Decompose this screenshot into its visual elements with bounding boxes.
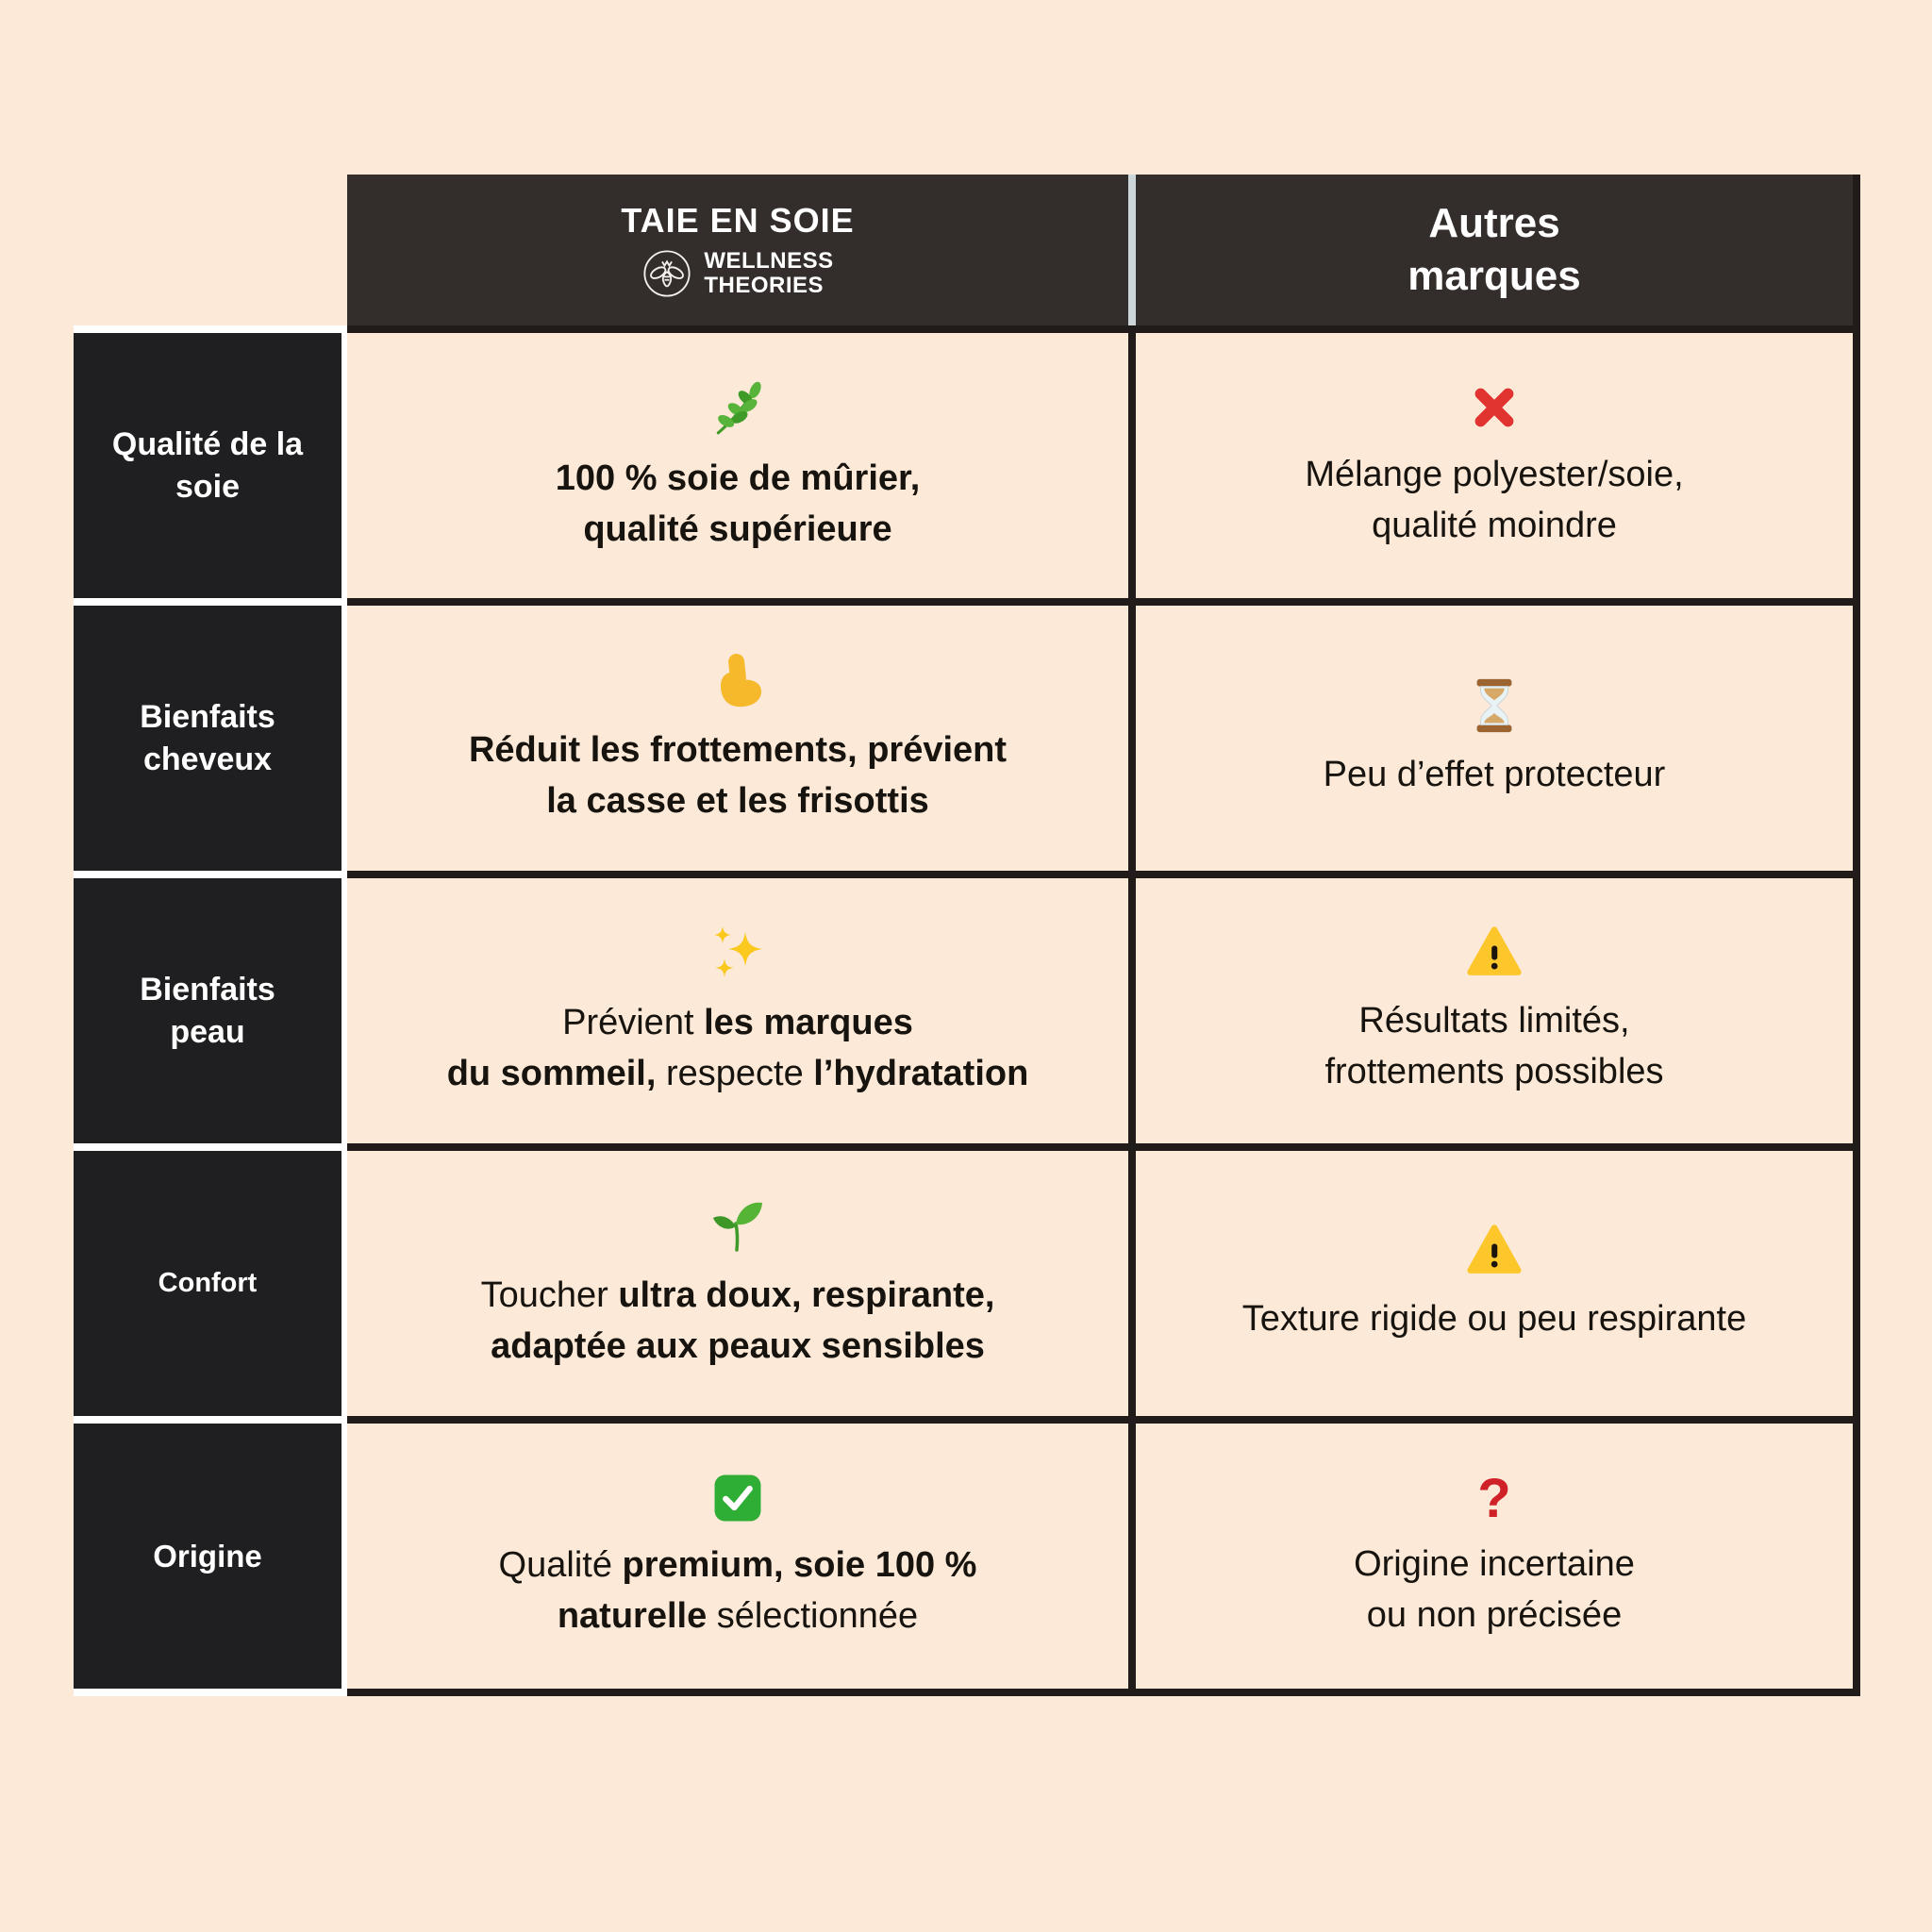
text-segment: qualité moindre: [1372, 505, 1617, 545]
cell-text-line: Qualité premium, soie 100 %: [499, 1541, 977, 1591]
warning-icon: [1467, 1224, 1522, 1274]
cell-confort-others: Texture rigide ou peu respirante: [1136, 1151, 1853, 1416]
row-label-confort: Confort: [74, 1151, 341, 1416]
text-segment: respecte: [656, 1053, 814, 1093]
cell-text-line: Réduit les frottements, prévient: [469, 725, 1007, 776]
seedling-icon: [713, 1202, 762, 1252]
cell-text-line: Résultats limités,: [1358, 996, 1629, 1047]
row-label-bienfaits-peau: Bienfaits peau: [74, 878, 341, 1143]
cell-text-line: Texture rigide ou peu respirante: [1242, 1294, 1746, 1345]
text-segment: l’hydratation: [813, 1053, 1029, 1093]
header-brand-column: TAIE EN SOIE WELLNESS THEORIES: [347, 175, 1128, 325]
cell-qualite-others: Mélange polyester/soie, qualité moindre: [1136, 333, 1853, 598]
text-segment: naturelle: [557, 1595, 708, 1636]
cell-text-line: la casse et les frisottis: [546, 776, 929, 827]
brand-logo: WELLNESS THEORIES: [641, 248, 833, 299]
cell-text-line: frottements possibles: [1324, 1047, 1663, 1098]
cell-text-line: naturelle sélectionnée: [558, 1591, 918, 1642]
hourglass-icon: [1476, 678, 1512, 732]
cell-text-line: du sommeil, respecte l’hydratation: [447, 1049, 1029, 1100]
flexed-biceps-icon: [721, 653, 762, 707]
text-segment: Réduit les frottements, prévient: [468, 729, 1008, 770]
text-segment: ultra doux, respirante,: [618, 1274, 995, 1315]
sparkles-icon: [714, 925, 762, 977]
cell-text-line: adaptée aux peaux sensibles: [491, 1322, 985, 1373]
comparison-table: Qualité de la soie Bienfaits cheveux Bie…: [74, 175, 1860, 1696]
text-segment: Résultats limités,: [1358, 1000, 1630, 1041]
text-segment: Mélange polyester/soie,: [1305, 454, 1684, 494]
cross-mark-icon: [1474, 388, 1514, 426]
red-question-mark-icon: ?: [1477, 1467, 1511, 1529]
brand-column-title: TAIE EN SOIE: [621, 201, 855, 240]
text-segment: sélectionnée: [707, 1595, 919, 1636]
header-column-divider: [1128, 175, 1136, 325]
cell-text-line: Peu d’effet protecteur: [1324, 750, 1666, 801]
cell-cheveux-brand: Réduit les frottements, prévient la cass…: [347, 606, 1128, 871]
cell-text-line: ou non précisée: [1367, 1591, 1622, 1641]
cell-confort-brand: Toucher ultra doux, respirante, adaptée …: [347, 1151, 1128, 1416]
text-segment: frottements possibles: [1324, 1051, 1664, 1091]
text-segment: premium, soie 100 %: [622, 1544, 977, 1585]
cell-text-line: qualité moindre: [1372, 501, 1617, 552]
text-segment: les marques: [704, 1002, 913, 1042]
cell-text-line: Origine incertaine: [1354, 1540, 1635, 1591]
bee-logo-icon: [643, 250, 691, 297]
cell-text-line: qualité supérieure: [583, 505, 891, 556]
text-segment: la casse et les frisottis: [546, 780, 929, 821]
cell-text-line: Mélange polyester/soie,: [1305, 450, 1683, 501]
cell-qualite-brand: 100 % soie de mûrier, qualité supérieure: [347, 333, 1128, 598]
text-segment: Toucher: [480, 1274, 619, 1315]
others-title-line1: Autres: [1428, 199, 1560, 246]
others-title-line2: marques: [1407, 253, 1581, 299]
row-label-qualite-soie: Qualité de la soie: [74, 333, 341, 598]
cell-text-line: 100 % soie de mûrier,: [556, 454, 921, 505]
row-label-bienfaits-cheveux: Bienfaits cheveux: [74, 606, 341, 871]
text-segment: 100 % soie de mûrier,: [555, 458, 921, 498]
text-segment: Origine incertaine: [1354, 1543, 1635, 1584]
herb-icon: [716, 381, 761, 434]
text-segment: Texture rigide ou peu respirante: [1241, 1298, 1747, 1339]
text-segment: Peu d’effet protecteur: [1323, 754, 1666, 794]
cell-text-line: Prévient les marques: [562, 998, 913, 1049]
cell-peau-others: Résultats limités, frottements possibles: [1136, 878, 1853, 1143]
text-segment: adaptée aux peaux sensibles: [491, 1325, 985, 1366]
cell-text-line: Toucher ultra doux, respirante,: [481, 1271, 995, 1322]
content-grid: TAIE EN SOIE WELLNESS THEORIES Autres ma…: [347, 175, 1860, 1696]
text-segment: du sommeil,: [446, 1053, 657, 1093]
text-segment: Prévient: [562, 1002, 705, 1042]
row-label-column: Qualité de la soie Bienfaits cheveux Bie…: [74, 175, 341, 1696]
cell-origine-brand: Qualité premium, soie 100 % naturelle sé…: [347, 1424, 1128, 1689]
cell-cheveux-others: Peu d’effet protecteur: [1136, 606, 1853, 871]
cell-peau-brand: Prévient les marques du sommeil, respect…: [347, 878, 1128, 1143]
header-others-column: Autres marques: [1136, 175, 1853, 325]
check-mark-icon: [714, 1474, 761, 1522]
text-segment: ou non précisée: [1366, 1594, 1623, 1635]
text-segment: qualité supérieure: [583, 508, 892, 549]
cell-origine-others: ? Origine incertaine ou non précisée: [1136, 1424, 1853, 1689]
row-label-origine: Origine: [74, 1424, 341, 1689]
label-column-spacer: [74, 175, 341, 325]
text-segment: Qualité: [498, 1544, 623, 1585]
brand-name: WELLNESS THEORIES: [704, 248, 834, 298]
label-content-divider: [341, 175, 347, 1696]
warning-icon: [1467, 925, 1522, 975]
